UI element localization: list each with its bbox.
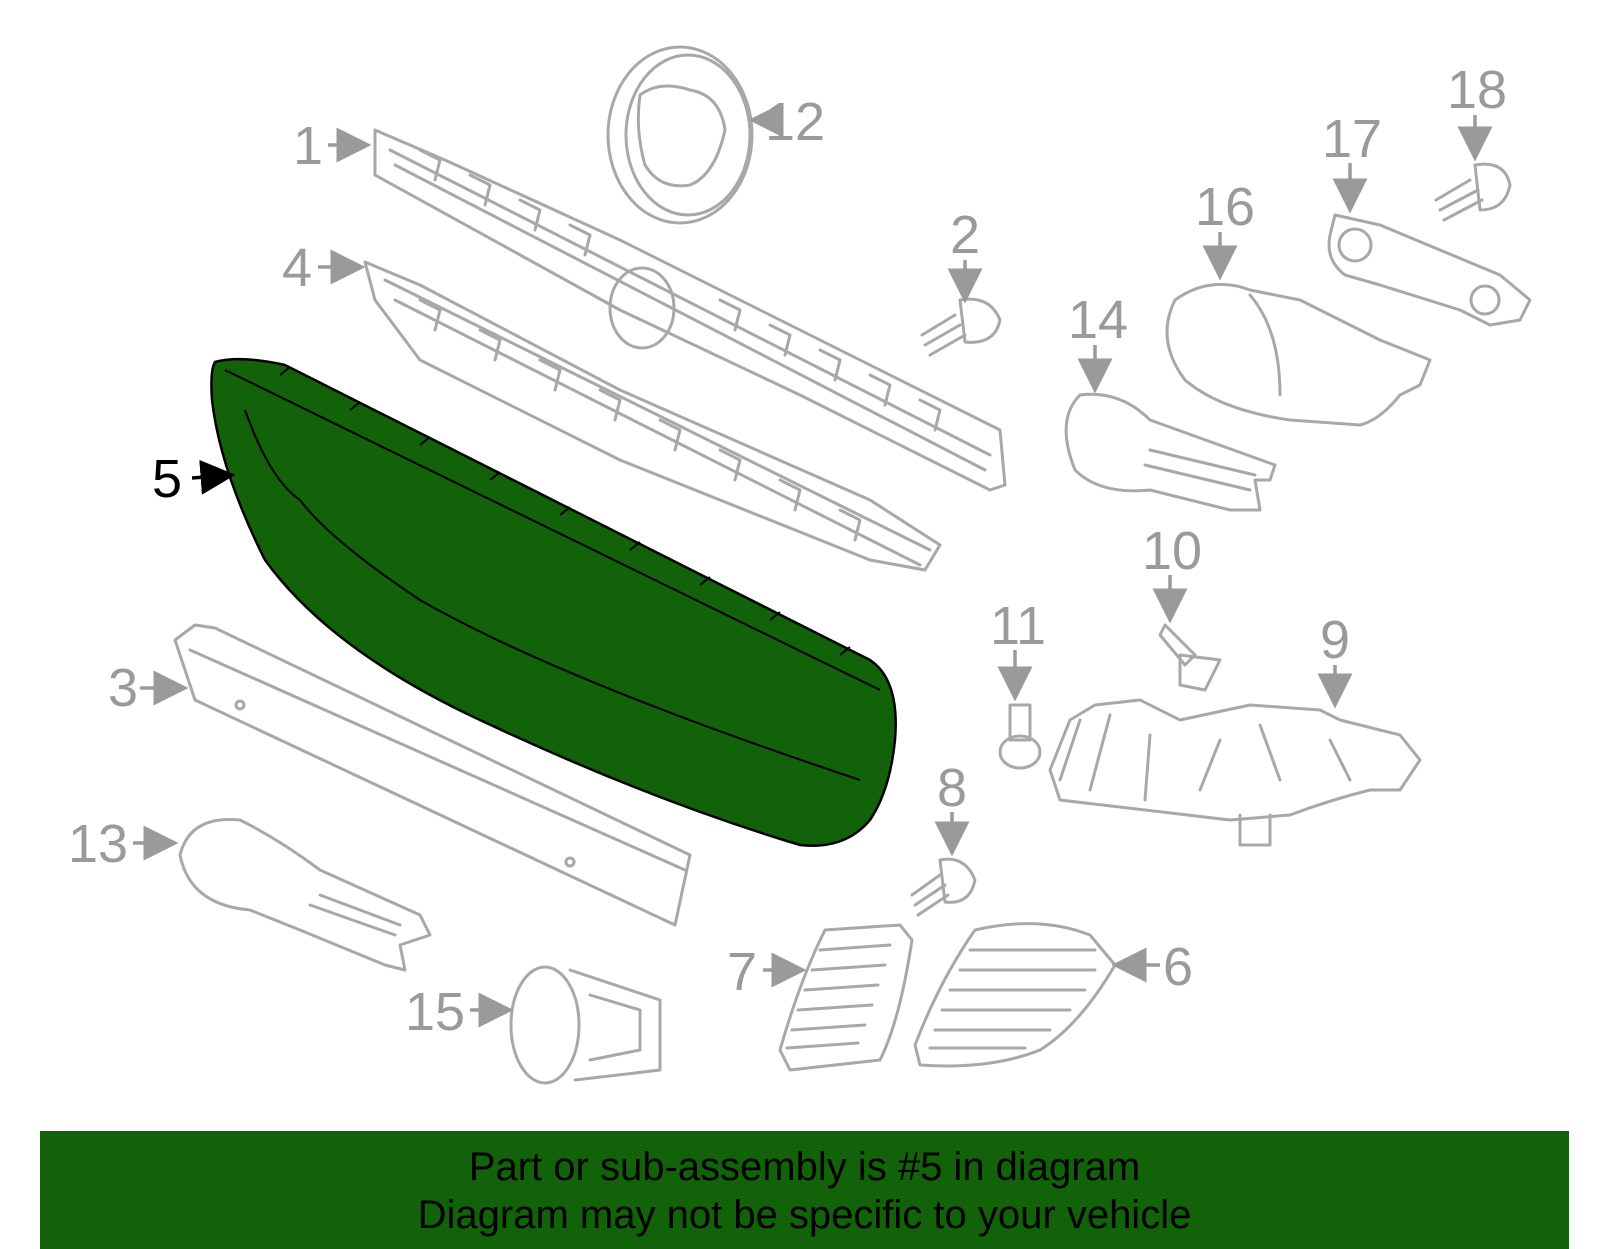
part-10-screw[interactable] <box>1158 623 1222 692</box>
info-banner: Part or sub-assembly is #5 in diagram Di… <box>40 1131 1569 1249</box>
part-13-trim[interactable] <box>178 817 432 972</box>
callout-8: 8 <box>937 758 967 818</box>
callout-16: 16 <box>1195 177 1255 237</box>
part-18-screw[interactable] <box>1434 162 1512 222</box>
callout-18: 18 <box>1447 60 1507 120</box>
banner-line-2: Diagram may not be specific to your vehi… <box>417 1193 1192 1237</box>
callout-7: 7 <box>727 942 757 1002</box>
part-15-badge[interactable] <box>509 965 662 1085</box>
callout-12: 12 <box>765 92 825 152</box>
part-8-screw[interactable] <box>910 857 977 917</box>
callout-arrows <box>133 102 1493 1028</box>
callout-13: 13 <box>68 814 128 874</box>
part-7-vent[interactable] <box>778 923 914 1072</box>
part-11-screw[interactable] <box>998 703 1042 770</box>
callout-11: 11 <box>990 596 1046 656</box>
part-9-bracket[interactable] <box>1048 698 1422 847</box>
part-16-cover[interactable] <box>1165 282 1432 427</box>
callout-14: 14 <box>1068 290 1128 350</box>
part-3-bar[interactable] <box>173 623 692 927</box>
part-17-bracket[interactable] <box>1327 213 1532 327</box>
callout-2: 2 <box>950 205 980 265</box>
callout-4: 4 <box>282 238 312 298</box>
callout-10: 10 <box>1142 521 1202 581</box>
callout-9: 9 <box>1320 610 1350 670</box>
part-12-emblem[interactable] <box>606 45 754 225</box>
callout-3: 3 <box>108 658 138 718</box>
callout-6: 6 <box>1163 937 1193 997</box>
callout-1: 1 <box>293 116 323 176</box>
part-4-lower-mesh[interactable] <box>363 260 942 572</box>
callout-17: 17 <box>1322 109 1382 169</box>
callout-5: 5 <box>152 449 182 509</box>
part-6-vent[interactable] <box>913 922 1117 1068</box>
part-14-badge[interactable] <box>1064 392 1277 512</box>
part-5-grille-highlighted[interactable] <box>210 357 897 847</box>
part-2-screw[interactable] <box>920 297 1002 357</box>
part-1-upper-grille[interactable] <box>373 128 1007 492</box>
banner-line-1: Part or sub-assembly is #5 in diagram <box>468 1145 1141 1189</box>
callout-15: 15 <box>405 982 465 1042</box>
